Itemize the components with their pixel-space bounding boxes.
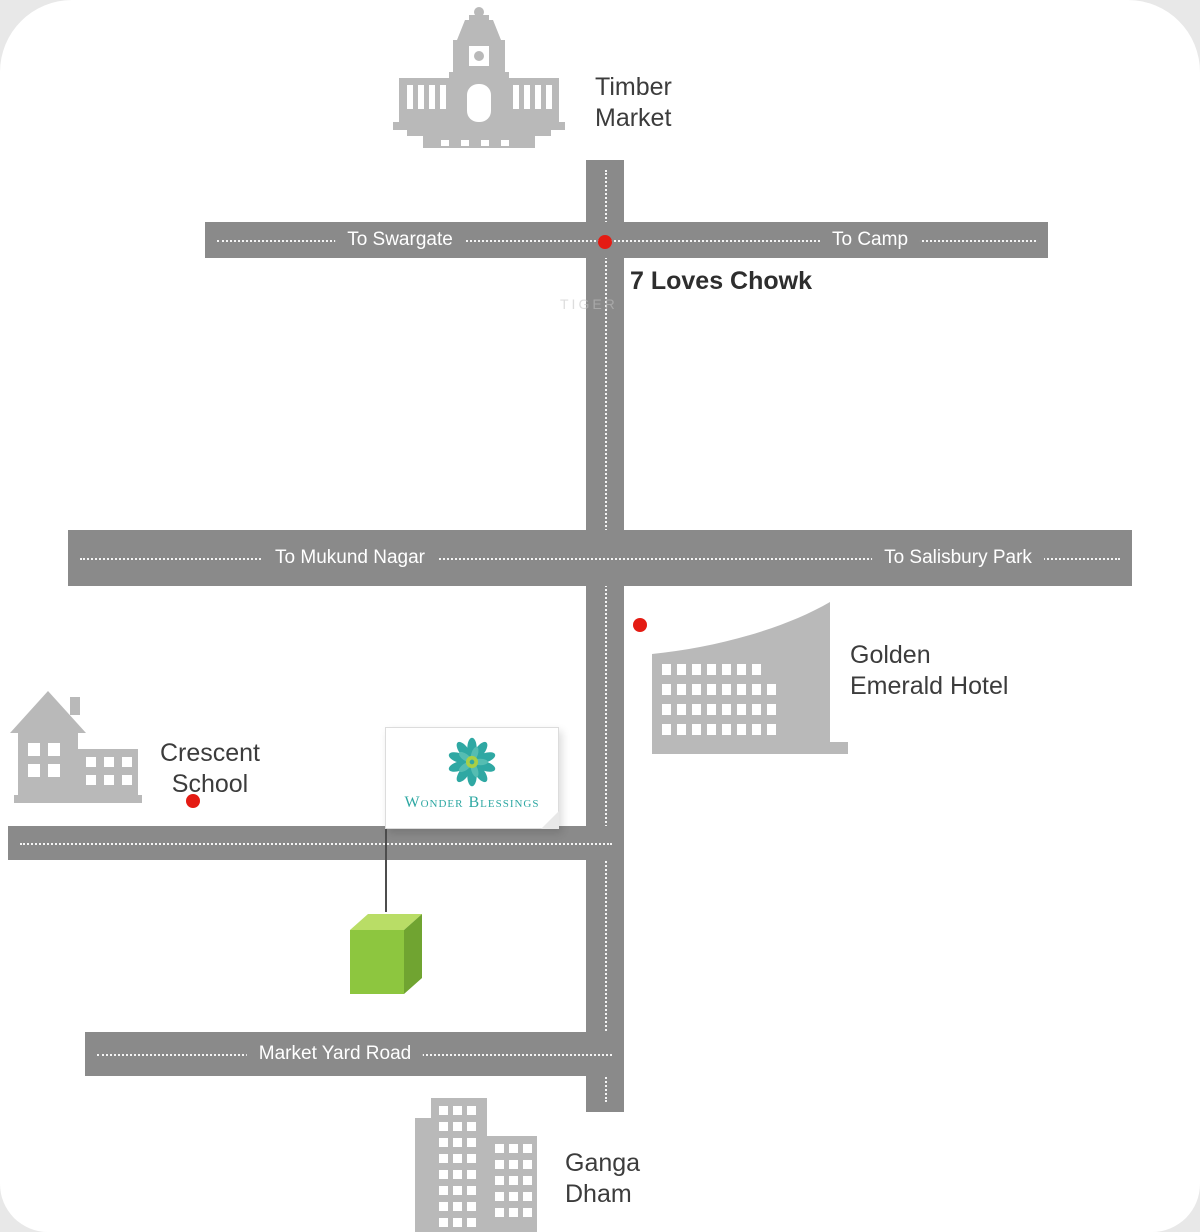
golden-emerald-hotel-label: Golden Emerald Hotel	[850, 641, 1009, 700]
road-label-market-yard-road: Market Yard Road	[246, 1041, 424, 1067]
timber-market-building-icon	[393, 6, 565, 163]
road-label-to-mukund-nagar: To Mukund Nagar	[263, 545, 437, 571]
callout-fold-corner	[541, 811, 559, 829]
road-swargate-camp: To Swargate To Camp	[205, 222, 1048, 258]
golden-emerald-hotel-building-icon	[652, 602, 848, 775]
hotel-marker-dot	[633, 618, 647, 632]
project-callout: Wonder Blessings	[385, 727, 559, 829]
crescent-school-label: Crescent School	[159, 739, 261, 798]
road-center-dashes	[80, 558, 1120, 560]
project-location-green-box-marker	[348, 906, 424, 1003]
road-center-dashes	[217, 240, 1036, 242]
ganga-dham-building-icon	[415, 1098, 545, 1232]
wonder-blessings-flower-logo-icon	[444, 734, 500, 795]
road-label-to-salisbury-park: To Salisbury Park	[872, 545, 1044, 571]
road-mukund-salisbury: To Mukund Nagar To Salisbury Park	[68, 530, 1132, 586]
road-vertical	[586, 160, 624, 1112]
road-center-dashes	[605, 170, 607, 1102]
seven-loves-chowk-label: 7 Loves Chowk	[630, 267, 812, 295]
project-leader-line	[385, 826, 387, 912]
road-market-yard: Market Yard Road	[85, 1032, 624, 1076]
road-center-dashes	[20, 843, 612, 845]
timber-market-label: Timber Market	[595, 73, 672, 132]
school-marker-dot	[186, 794, 200, 808]
seven-loves-chowk-marker-dot	[598, 235, 612, 249]
wonder-blessings-label: Wonder Blessings	[404, 794, 540, 811]
road-label-to-camp: To Camp	[819, 227, 921, 253]
watermark-text: TIGER	[560, 296, 618, 312]
ganga-dham-label: Ganga Dham	[565, 1149, 641, 1208]
road-unnamed	[8, 826, 624, 860]
crescent-school-building-icon	[8, 685, 143, 810]
road-label-to-swargate: To Swargate	[335, 227, 465, 253]
